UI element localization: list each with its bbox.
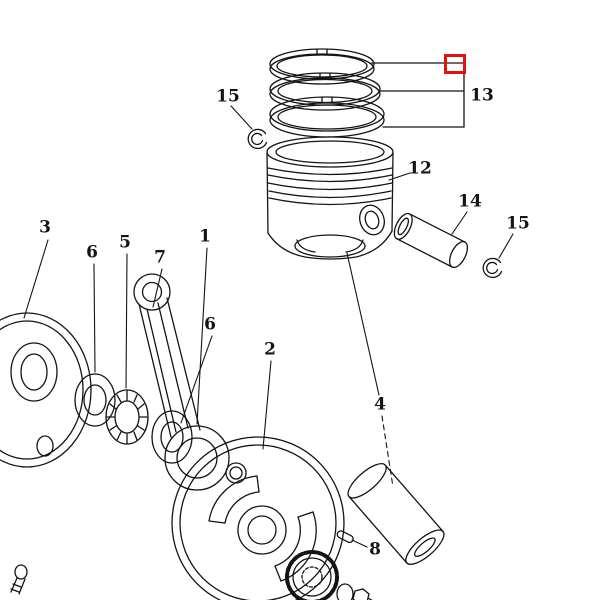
part-number-15-left[interactable]: 15 (216, 86, 240, 107)
connecting-rod (133, 273, 230, 491)
part-number-8[interactable]: 8 (369, 539, 381, 560)
leader-lines (23, 105, 514, 548)
part-number-13[interactable]: 13 (470, 85, 494, 106)
part-number-6-lower[interactable]: 6 (204, 314, 216, 335)
primary-gear (285, 550, 373, 600)
washer-lower (151, 410, 193, 464)
part-number-3[interactable]: 3 (39, 217, 51, 238)
part-number-14[interactable]: 14 (458, 191, 482, 212)
circlip-left (247, 128, 268, 149)
washer-upper (74, 373, 116, 427)
crank-pin (347, 462, 445, 566)
part-number-2[interactable]: 2 (264, 339, 276, 360)
selection-highlight[interactable] (444, 54, 466, 74)
leader-13 (371, 62, 465, 128)
bearing (105, 389, 149, 445)
flywheel-right (171, 436, 345, 600)
part-number-15-right[interactable]: 15 (506, 213, 530, 234)
piston (266, 136, 394, 260)
stud-bolt (10, 564, 28, 595)
part-number-1[interactable]: 1 (199, 226, 211, 247)
part-number-4[interactable]: 4 (374, 394, 386, 415)
part-number-5[interactable]: 5 (119, 232, 131, 253)
part-number-12[interactable]: 12 (408, 158, 432, 179)
piston-rings (269, 48, 385, 138)
part-number-6-upper[interactable]: 6 (86, 242, 98, 263)
part-number-7[interactable]: 7 (154, 247, 166, 268)
woodruff-key (336, 530, 354, 544)
piston-pin (393, 212, 469, 269)
flywheel-left (0, 312, 92, 468)
circlip-right (482, 257, 503, 278)
